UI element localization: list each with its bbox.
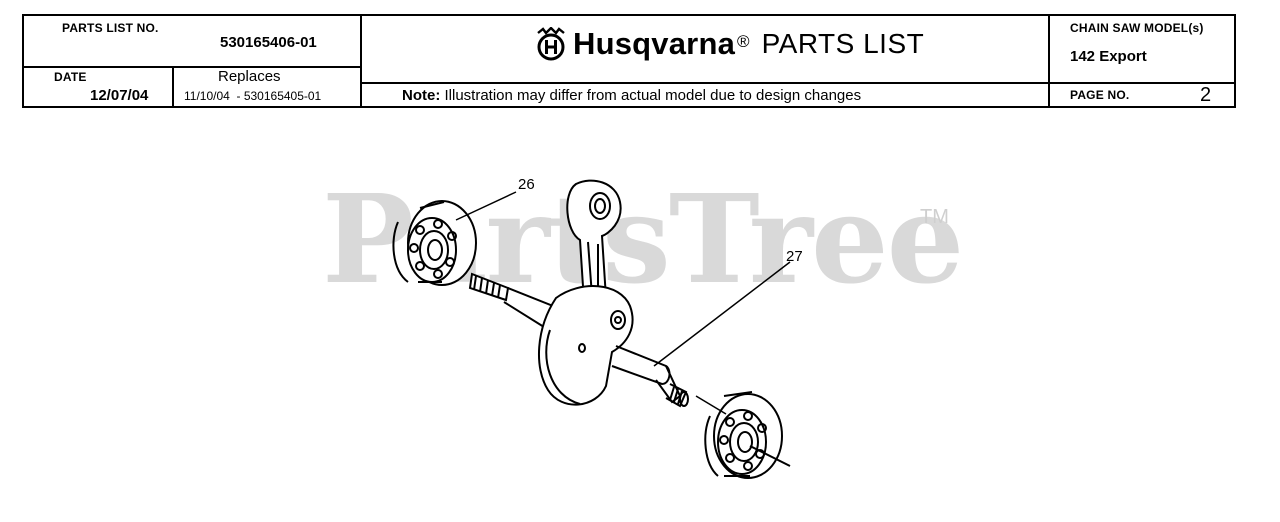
crankshaft (468, 179, 689, 408)
replaces-value: 11/10/04 - 530165405-01 (184, 89, 322, 103)
leader-line (455, 191, 517, 221)
date-label: DATE (54, 70, 87, 84)
husqvarna-crown-logo-icon (537, 27, 565, 61)
divider (1048, 82, 1236, 84)
model-label: CHAIN SAW MODEL(s) (1070, 21, 1204, 35)
registered-mark: ® (737, 32, 750, 51)
brand-name: Husqvarna (573, 26, 736, 61)
note-label: Note: (402, 87, 441, 104)
note: Note: Illustration may differ from actua… (402, 87, 861, 104)
divider (24, 66, 360, 68)
note-text: Illustration may differ from actual mode… (440, 87, 862, 104)
parts-list-header: PARTS LIST NO. 530165406-01 DATE 12/07/0… (22, 14, 1236, 108)
page-no-value: 2 (1200, 84, 1212, 106)
divider (172, 66, 174, 106)
parts-list-no-label: PARTS LIST NO. (62, 21, 159, 35)
brand-block: Husqvarna ® PARTS LIST (360, 16, 1048, 82)
divider (360, 16, 362, 106)
page-no-label: PAGE NO. (1070, 88, 1130, 102)
leader-line (653, 261, 791, 367)
document-title: PARTS LIST (761, 28, 925, 59)
brand: Husqvarna ® PARTS LIST (534, 26, 924, 62)
divider (1048, 16, 1050, 106)
callout-26: 26 (518, 176, 535, 193)
date-value: 12/07/04 (90, 87, 149, 104)
replaces-label: Replaces (218, 68, 281, 85)
model-value: 142 Export (1070, 48, 1147, 65)
bearing-bottom (704, 391, 791, 479)
parts-list-no: 530165406-01 (220, 34, 317, 51)
divider (360, 82, 1048, 84)
crankshaft-illustration (392, 179, 791, 479)
trademark-mark: TM (920, 206, 949, 228)
callout-27: 27 (786, 248, 803, 265)
leader-line (695, 395, 727, 415)
bearing-top (392, 200, 477, 286)
